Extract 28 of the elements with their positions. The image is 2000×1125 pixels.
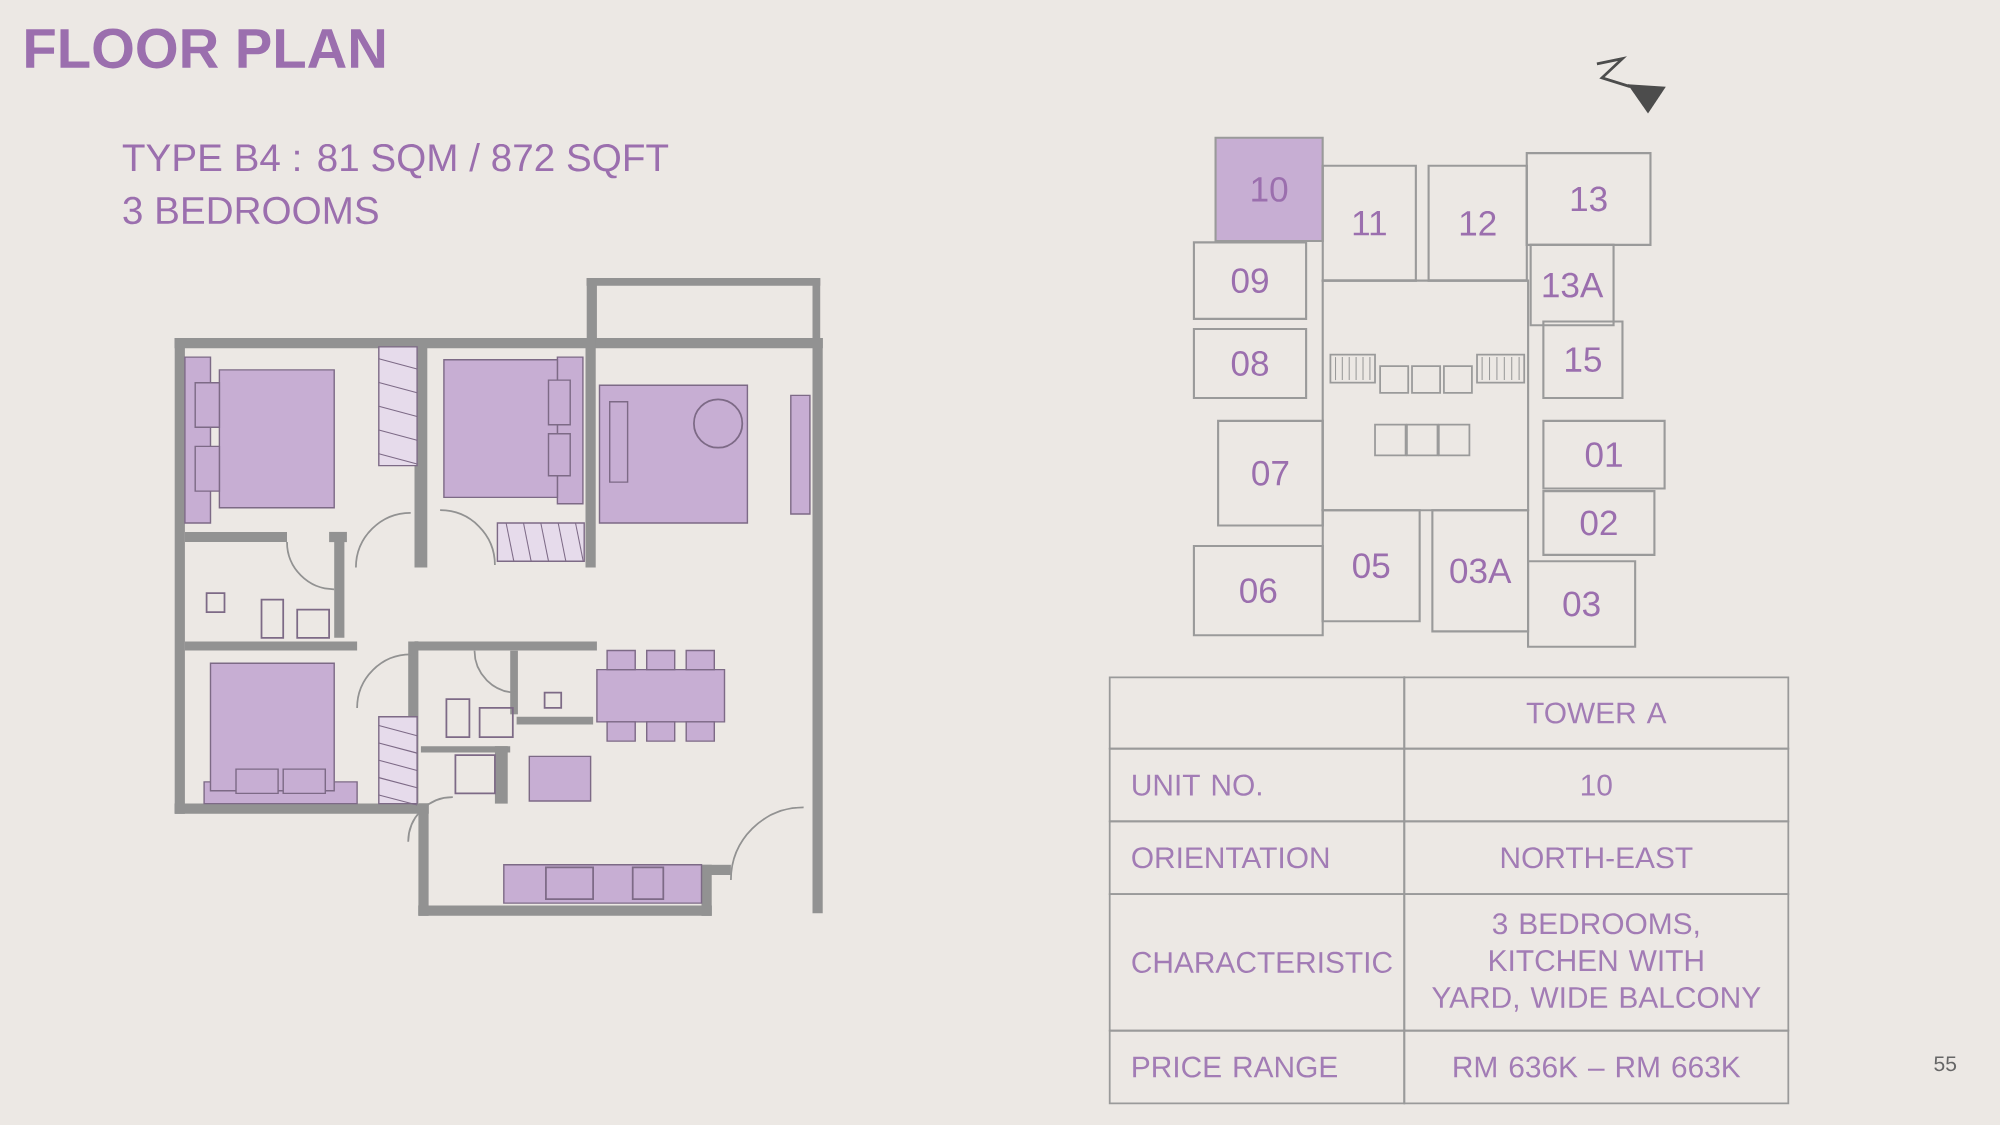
- subtitle: TYPE B4 : 81 SQM / 872 SQFT: [122, 143, 669, 179]
- unit-box: 09: [1192, 241, 1308, 320]
- unit-box: 02: [1542, 490, 1656, 556]
- unit-box: 06: [1192, 544, 1324, 637]
- unit-box: 10: [1214, 136, 1324, 243]
- unit-box: 13A: [1529, 243, 1615, 327]
- unit-box: 12: [1427, 164, 1528, 282]
- unit-box: 15: [1542, 320, 1624, 399]
- page-number: 55: [1934, 1056, 1957, 1072]
- unit-box: 11: [1321, 164, 1417, 282]
- table-cell: PRICE RANGE: [1108, 1029, 1406, 1105]
- unit-box: 07: [1217, 419, 1324, 527]
- unit-box: 03: [1527, 560, 1637, 648]
- subtitle: 3 BEDROOMS: [123, 196, 378, 225]
- unit-box: 03A: [1431, 509, 1530, 633]
- table-cell: TOWER A: [1403, 676, 1790, 750]
- table-cell: ORIENTATION: [1108, 820, 1406, 895]
- table-cell: CHARACTERISTIC: [1108, 893, 1406, 1032]
- title: FLOOR PLAN: [26, 28, 385, 69]
- table-cell: UNIT NO.: [1108, 747, 1406, 823]
- unit-box: 05: [1321, 509, 1421, 623]
- table-cell: 10: [1403, 747, 1790, 823]
- table-cell: 3 BEDROOMS, KITCHEN WITH YARD, WIDE BALCONY: [1403, 893, 1790, 1032]
- unit-box: 08: [1192, 328, 1308, 399]
- table-cell: RM 636K – RM 663K: [1403, 1029, 1790, 1105]
- unit-box: 13: [1525, 152, 1652, 246]
- table-cell: NORTH-EAST: [1403, 820, 1790, 895]
- unit-box: 01: [1542, 419, 1666, 490]
